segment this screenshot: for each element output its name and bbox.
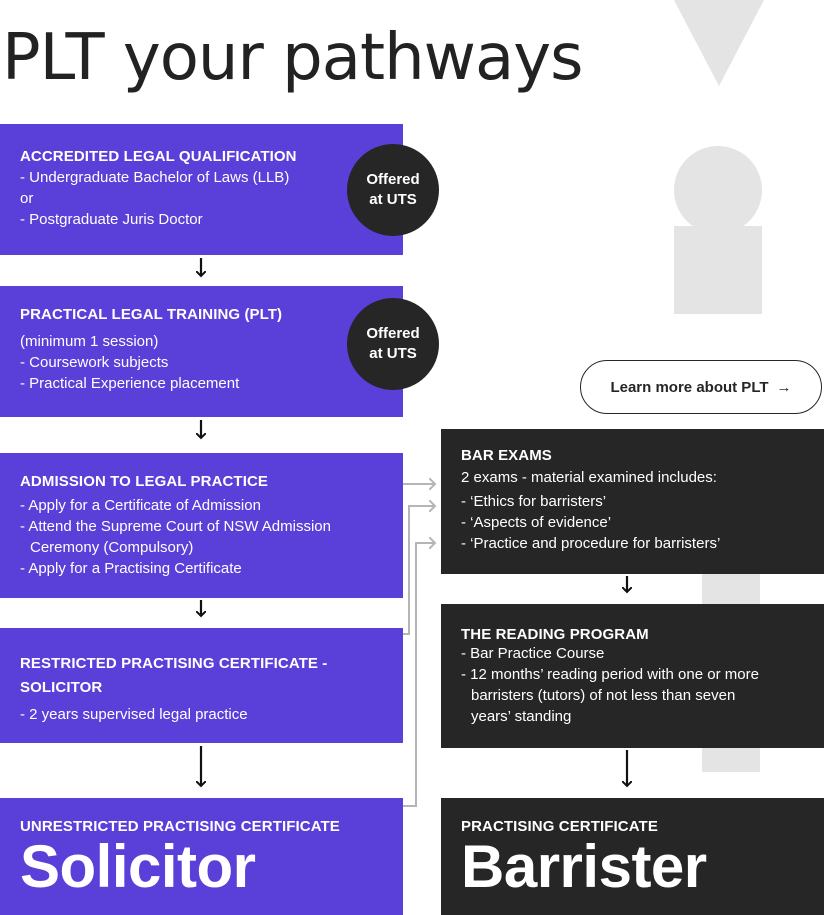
step-heading: BAR EXAMS bbox=[461, 447, 552, 464]
step-heading-continued: SOLICITOR bbox=[20, 679, 103, 696]
learn-more-label: Learn more about PLT bbox=[610, 378, 769, 396]
step-line: - Undergraduate Bachelor of Laws (LLB) bbox=[20, 169, 290, 186]
step-admission-to-legal-practice: ADMISSION TO LEGAL PRACTICE - Apply for … bbox=[0, 453, 403, 598]
step-line: - ‘Practice and procedure for barristers… bbox=[461, 535, 721, 552]
step-unrestricted-certificate: UNRESTRICTED PRACTISING CERTIFICATE Soli… bbox=[0, 798, 403, 915]
step-heading: ADMISSION TO LEGAL PRACTICE bbox=[20, 473, 268, 490]
step-line: - Apply for a Practising Certificate bbox=[20, 560, 242, 577]
outcome-barrister: Barrister bbox=[461, 833, 707, 900]
connector-arrow bbox=[403, 506, 435, 635]
step-line: - Attend the Supreme Court of NSW Admiss… bbox=[20, 518, 331, 535]
step-heading: PRACTISING CERTIFICATE bbox=[461, 818, 658, 835]
badge-line: Offered bbox=[366, 171, 420, 188]
step-line: 2 exams - material examined includes: bbox=[461, 469, 717, 486]
step-bar-exams: BAR EXAMS 2 exams - material examined in… bbox=[441, 429, 824, 574]
decorative-circle bbox=[674, 146, 762, 234]
step-line: - Bar Practice Course bbox=[461, 645, 605, 662]
step-line: years’ standing bbox=[471, 708, 572, 725]
step-line: - Coursework subjects bbox=[20, 354, 169, 371]
step-heading: ACCREDITED LEGAL QUALIFICATION bbox=[20, 148, 297, 165]
step-line: - ‘Ethics for barristers’ bbox=[461, 493, 607, 510]
step-line: (minimum 1 session) bbox=[20, 333, 159, 350]
step-accredited-qualification: ACCREDITED LEGAL QUALIFICATION - Undergr… bbox=[0, 124, 403, 255]
step-line: - 2 years supervised legal practice bbox=[20, 706, 248, 723]
step-line: - Practical Experience placement bbox=[20, 375, 240, 392]
outcome-solicitor: Solicitor bbox=[20, 833, 256, 900]
badge-line: Offered bbox=[366, 325, 420, 342]
offered-at-uts-badge: Offered at UTS bbox=[347, 298, 439, 390]
step-line: barristers (tutors) of not less than sev… bbox=[471, 687, 736, 704]
step-heading: UNRESTRICTED PRACTISING CERTIFICATE bbox=[20, 818, 340, 835]
step-line: - Apply for a Certificate of Admission bbox=[20, 497, 261, 514]
step-line: - Postgraduate Juris Doctor bbox=[20, 211, 203, 228]
step-heading: THE READING PROGRAM bbox=[461, 626, 649, 643]
step-heading: PRACTICAL LEGAL TRAINING (PLT) bbox=[20, 306, 283, 323]
step-line: Ceremony (Compulsory) bbox=[30, 539, 194, 556]
badge-line: at UTS bbox=[369, 345, 417, 362]
page-title: PLT your pathways bbox=[2, 21, 583, 95]
step-heading: RESTRICTED PRACTISING CERTIFICATE - bbox=[20, 655, 328, 672]
badge-line: at UTS bbox=[369, 191, 417, 208]
connector-arrow bbox=[403, 543, 435, 807]
step-line: or bbox=[20, 190, 34, 207]
step-practical-legal-training: PRACTICAL LEGAL TRAINING (PLT) (minimum … bbox=[0, 286, 403, 417]
arrow-right-icon: → bbox=[776, 378, 792, 396]
step-line: - ‘Aspects of evidence’ bbox=[461, 514, 612, 531]
decorative-triangle bbox=[674, 0, 764, 86]
step-reading-program: THE READING PROGRAM - Bar Practice Cours… bbox=[441, 604, 824, 748]
step-line: - 12 months’ reading period with one or … bbox=[461, 666, 759, 683]
learn-more-button[interactable]: Learn more about PLT → bbox=[580, 360, 822, 414]
decorative-rect bbox=[674, 226, 762, 314]
step-restricted-certificate: RESTRICTED PRACTISING CERTIFICATE - SOLI… bbox=[0, 628, 403, 743]
step-barrister-certificate: PRACTISING CERTIFICATE Barrister bbox=[441, 798, 824, 915]
offered-at-uts-badge: Offered at UTS bbox=[347, 144, 439, 236]
